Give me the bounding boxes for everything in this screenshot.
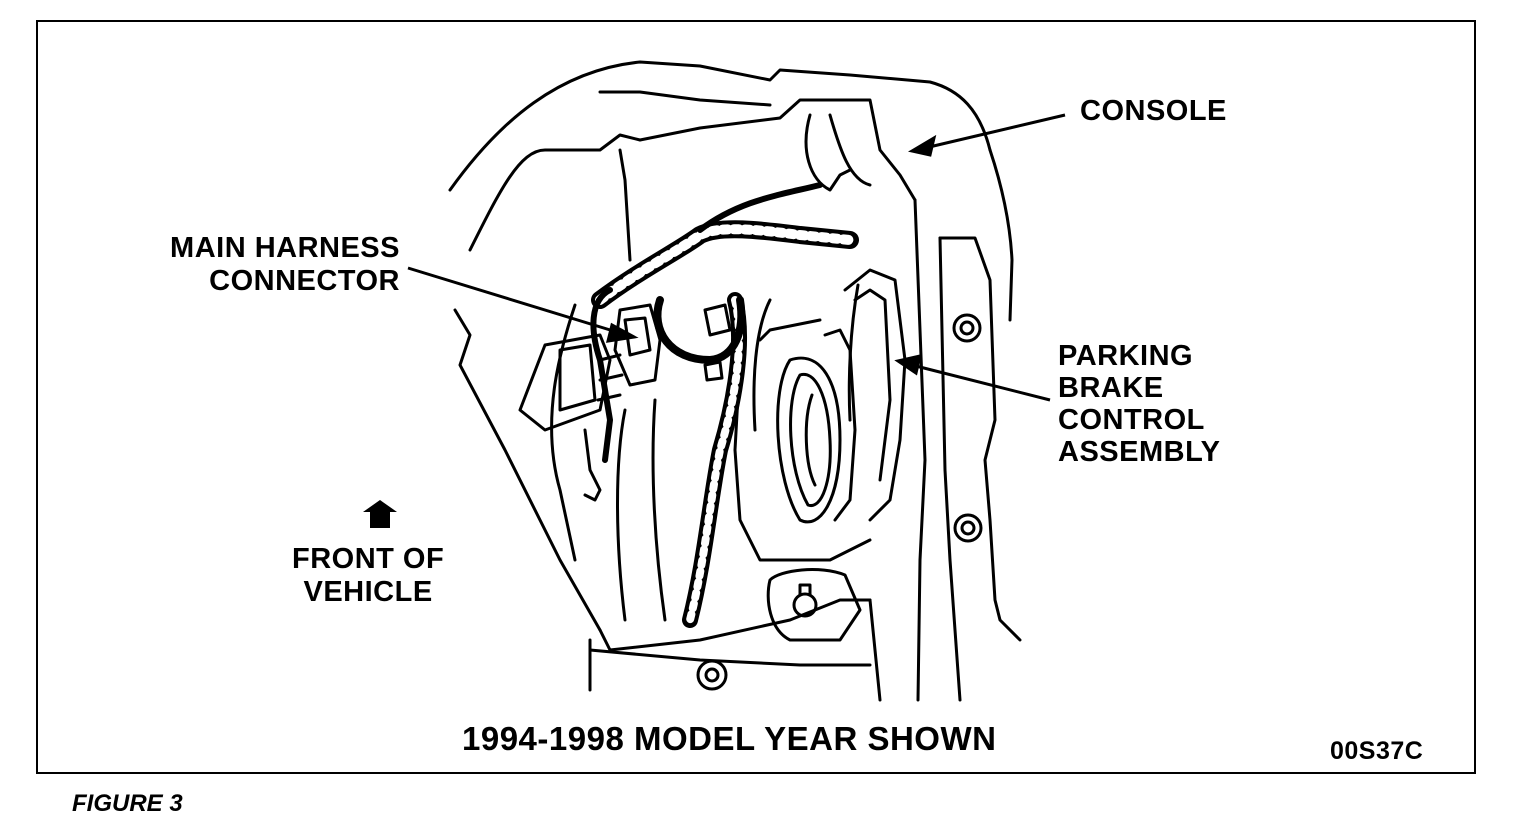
- console-inner-rim: [638, 98, 917, 202]
- console-outer-right: [988, 148, 1014, 322]
- clip: [703, 303, 732, 337]
- console-arrowhead: [907, 134, 937, 157]
- main-harness-line-2: CONNECTOR: [209, 265, 400, 297]
- model-year-note: 1994-1998 MODEL YEAR SHOWN: [462, 720, 997, 757]
- bolt-upper: [952, 313, 982, 343]
- floor-front: [598, 598, 872, 652]
- console-top-edge: [448, 60, 992, 192]
- floor-rim: [588, 648, 872, 667]
- main-harness-label: MAIN HARNESS CONNECTOR: [162, 232, 400, 298]
- front-of-vehicle-line-2: VEHICLE: [303, 576, 433, 608]
- left-edge-strut: [618, 148, 632, 262]
- left-wall-inner: [550, 303, 577, 562]
- upper-cable: [697, 182, 823, 233]
- brake-pocket: [733, 318, 872, 562]
- brake-bracket: [823, 328, 857, 522]
- connector-clip: [613, 303, 662, 387]
- console-label: CONSOLE: [1080, 95, 1227, 128]
- parking-brake-line-4: ASSEMBLY: [1058, 436, 1221, 468]
- pocket-floor: [766, 568, 862, 642]
- parking-brake-label: PARKING BRAKE CONTROL ASSEMBLY: [1058, 340, 1220, 468]
- right-panel-strip: [913, 198, 927, 702]
- brake-pulley-mid: [789, 372, 832, 507]
- tunnel-left: [616, 408, 627, 622]
- connector-lead: [583, 428, 602, 502]
- right-panel-inner: [938, 236, 962, 702]
- pocket-bolt: [792, 592, 818, 618]
- harness-leader: [407, 266, 621, 335]
- bolt-lower: [953, 513, 983, 543]
- figure-code: 00S37C: [1330, 737, 1424, 765]
- connector-pins: [596, 353, 624, 402]
- right-panel-outer: [938, 236, 1022, 642]
- brake-lever-inner: [853, 288, 892, 482]
- left-wall: [453, 308, 602, 632]
- brake-pulley-inner: [804, 393, 817, 487]
- harness-arrowhead: [605, 322, 639, 343]
- console-inner-left: [468, 133, 642, 252]
- brake-arrowhead: [894, 354, 923, 376]
- front-of-vehicle-label: FRONT OF VEHICLE: [292, 543, 444, 609]
- console-slot: [804, 113, 852, 192]
- brake-pulley-outer: [776, 356, 842, 524]
- parking-brake-line-3: CONTROL: [1058, 404, 1205, 436]
- front-arrow-icon: [363, 500, 397, 528]
- tunnel-rib: [752, 298, 772, 432]
- console-label-text: CONSOLE: [1080, 95, 1227, 127]
- clip-2: [703, 360, 724, 382]
- front-of-vehicle-line-1: FRONT OF: [292, 543, 445, 575]
- console-leader: [924, 113, 1066, 150]
- brake-leader: [911, 363, 1051, 402]
- console-slot-inner: [828, 113, 872, 187]
- main-harness-line-1: MAIN HARNESS: [170, 232, 400, 264]
- figure-frame: [36, 20, 1476, 774]
- harness-loop: [653, 296, 746, 364]
- console-rim-top: [598, 90, 772, 107]
- bolt-floor: [696, 659, 728, 691]
- parking-brake-line-2: BRAKE: [1058, 372, 1164, 404]
- tunnel-right: [651, 398, 667, 622]
- parking-brake-line-1: PARKING: [1058, 340, 1194, 372]
- figure-caption: FIGURE 3: [72, 790, 183, 817]
- connector-body: [518, 333, 612, 432]
- floor-bottom: [588, 598, 882, 702]
